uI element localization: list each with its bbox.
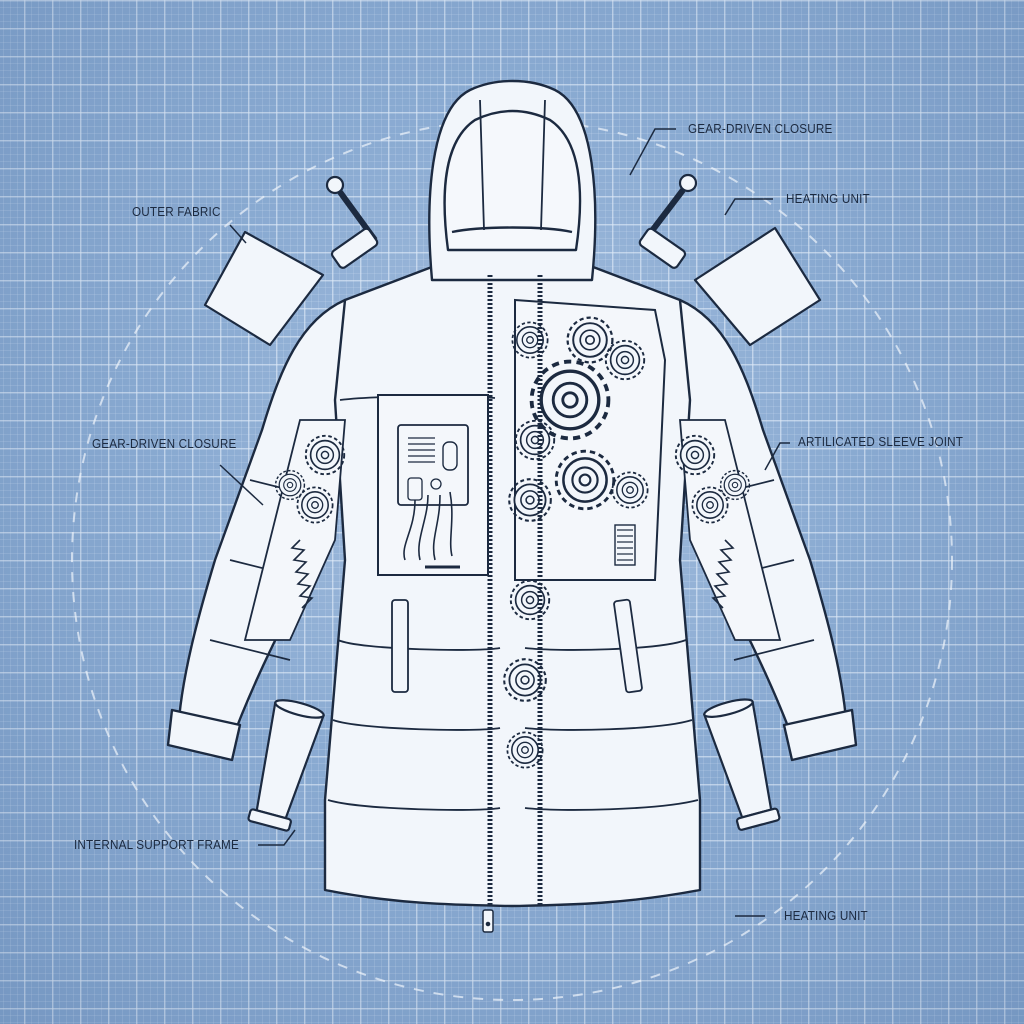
right-hinge-bracket (638, 173, 698, 269)
callout-outer-fabric: OUTER FABRIC (132, 204, 221, 219)
right-shoulder-patch (693, 226, 822, 347)
main-zipper (482, 275, 543, 933)
left-sleeve-mechanism (243, 419, 346, 641)
callout-gear-driven-closure-top: GEAR-DRIVEN CLOSURE (688, 121, 833, 136)
callout-heating-unit-top: HEATING UNIT (786, 191, 870, 206)
left-shoulder-patch (203, 230, 325, 347)
guide-circle (71, 119, 953, 1001)
right-sleeve-mechanism (674, 419, 782, 641)
left-cuff-cylinder (247, 699, 325, 832)
gear-mechanism-panel (503, 298, 667, 769)
right-cuff-cylinder (703, 698, 781, 831)
leader-lines (219, 128, 790, 917)
exploded-parts (203, 173, 822, 832)
chest-control-panel (377, 394, 489, 576)
callout-internal-support-frame: INTERNAL SUPPORT FRAME (74, 837, 239, 852)
callout-heating-unit-bottom: HEATING UNIT (784, 908, 868, 923)
callout-articulated-sleeve-joint: ARTILICATED SLEEVE JOINT (798, 434, 964, 449)
left-sleeve (176, 298, 347, 747)
left-hinge-bracket (325, 175, 379, 269)
callout-gear-driven-closure-left: GEAR-DRIVEN CLOSURE (92, 436, 237, 451)
right-sleeve (678, 298, 849, 747)
